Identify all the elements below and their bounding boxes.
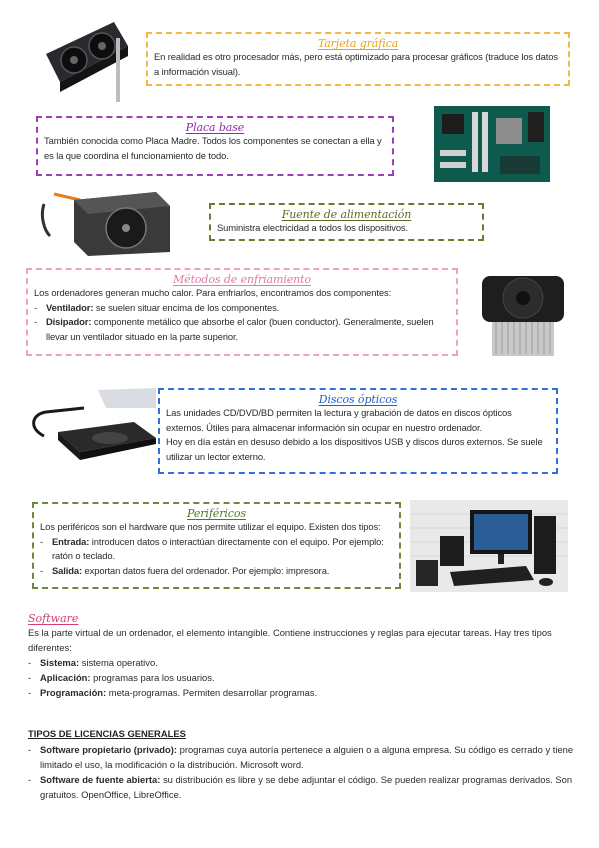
licenses-item-proprietary: Software propietario (privado): programa…	[28, 742, 576, 772]
peripherals-item-output-desc: exportan datos fuera del ordenador. Por …	[82, 564, 330, 576]
cooling-item-heatsink: Disipador: componente metálico que absor…	[34, 315, 450, 344]
software-title: Software	[28, 612, 79, 625]
software-intro: Es la parte virtual de un ordenador, el …	[28, 627, 552, 653]
software-item-system-term: Sistema:	[40, 657, 80, 668]
software-item-system-desc: sistema operativo.	[79, 657, 158, 668]
graphics-card-text: En realidad es otro procesador más, pero…	[154, 51, 558, 77]
motherboard-image	[434, 106, 550, 182]
motherboard-box: Placa base También conocida como Placa M…	[36, 116, 394, 176]
peripherals-item-input: Entrada: introducen datos o interactúan …	[40, 535, 393, 564]
graphics-card-box: Tarjeta gráfica En realidad es otro proc…	[146, 32, 570, 86]
optical-discs-title: Discos ópticos	[318, 393, 398, 406]
licenses-item-proprietary-desc: programas cuya autoría pertenece a algui…	[40, 744, 574, 770]
licenses-item-open-source-term: Software de fuente abierta:	[40, 774, 161, 785]
cooling-item-heatsink-term: Disipador:	[46, 316, 92, 327]
licenses-title: TIPOS DE LICENCIAS GENERALES	[28, 728, 186, 739]
software-item-application-desc: programas para los usuarios.	[90, 672, 215, 683]
motherboard-title: Placa base	[185, 121, 245, 134]
power-supply-box: Fuente de alimentación Suministra electr…	[209, 203, 484, 241]
peripherals-item-input-desc: introducen datos o interactúan directame…	[52, 535, 384, 562]
cooling-item-fan-term: Ventilador:	[46, 301, 94, 313]
licenses-item-open-source: Software de fuente abierta: su distribuc…	[28, 772, 576, 802]
cooling-intro: Los ordenadores generan mucho calor. Par…	[34, 287, 392, 298]
cooling-item-fan-desc: se suelen situar encima de los component…	[93, 301, 280, 313]
graphics-card-image	[46, 22, 128, 102]
licenses-section: TIPOS DE LICENCIAS GENERALES Software pr…	[28, 726, 576, 802]
motherboard-text: También conocida como Placa Madre. Todos…	[44, 135, 382, 161]
cooling-box: Métodos de enfriamiento Los ordenadores …	[26, 268, 458, 356]
optical-discs-text-2: Hoy en día están en desuso debido a los …	[166, 436, 543, 462]
cooling-item-fan: Ventilador: se suelen situar encima de l…	[34, 301, 450, 316]
optical-discs-text-1: Las unidades CD/DVD/BD permiten la lectu…	[166, 407, 512, 433]
peripherals-intro: Los periféricos son el hardware que nos …	[40, 521, 381, 532]
licenses-item-proprietary-term: Software propietario (privado):	[40, 744, 177, 755]
peripherals-item-input-term: Entrada:	[52, 535, 90, 547]
software-item-system: Sistema: sistema operativo.	[28, 655, 576, 670]
optical-discs-box: Discos ópticos Las unidades CD/DVD/BD pe…	[158, 388, 558, 474]
peripherals-image	[410, 500, 568, 592]
software-item-programming: Programación: meta-programas. Permiten d…	[28, 685, 576, 700]
software-item-programming-desc: meta-programas. Permiten desarrollar pro…	[106, 687, 318, 698]
peripherals-item-output: Salida: exportan datos fuera del ordenad…	[40, 564, 393, 579]
power-supply-title: Fuente de alimentación	[281, 208, 412, 221]
software-item-application: Aplicación: programas para los usuarios.	[28, 670, 576, 685]
optical-drive-image	[32, 388, 156, 460]
licenses-item-open-source-desc: su distribución es libre y se debe adjun…	[40, 774, 573, 800]
peripherals-title: Periféricos	[187, 507, 246, 520]
software-item-programming-term: Programación:	[40, 687, 107, 698]
cooling-item-heatsink-desc: componente metálico que absorbe el calor…	[46, 316, 434, 342]
software-section: Software Es la parte virtual de un orden…	[28, 612, 576, 700]
peripherals-box: Periféricos Los periféricos son el hardw…	[32, 502, 401, 589]
peripherals-item-output-term: Salida:	[52, 564, 83, 576]
power-supply-image	[40, 192, 170, 256]
power-supply-text: Suministra electricidad a todos los disp…	[217, 222, 409, 233]
graphics-card-title: Tarjeta gráfica	[317, 37, 399, 50]
cooling-title: Métodos de enfriamiento	[173, 273, 311, 286]
cpu-cooler-image	[482, 276, 564, 356]
software-item-application-term: Aplicación:	[40, 672, 91, 683]
